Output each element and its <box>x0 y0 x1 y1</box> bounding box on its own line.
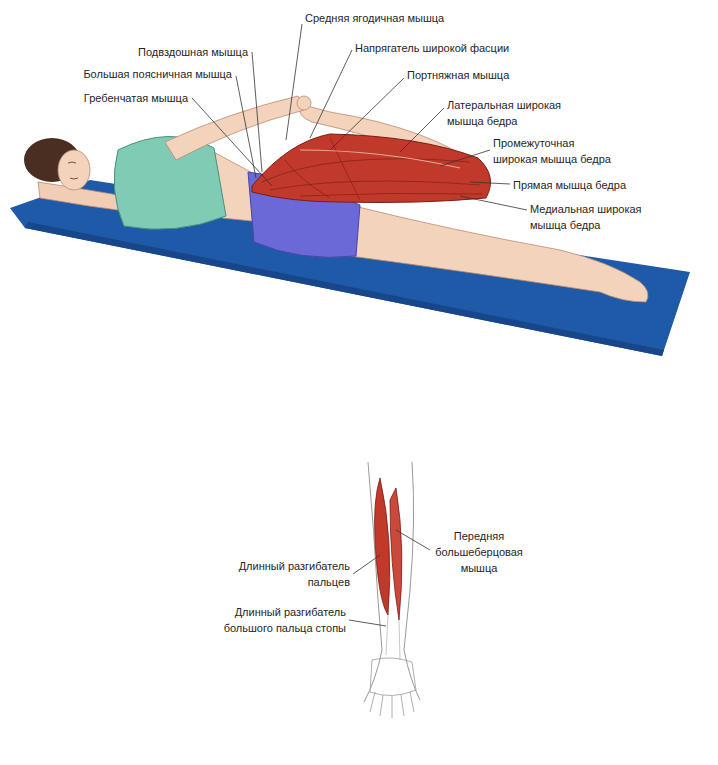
leader-lines <box>192 24 527 626</box>
tibialis-muscle <box>375 478 390 615</box>
muscle-label: Средняя ягодичная мышца <box>305 10 444 26</box>
thigh-muscles <box>252 134 491 203</box>
foot-bones <box>370 692 414 718</box>
hand <box>297 96 311 110</box>
muscle-label: Напрягатель широкой фасции <box>355 40 509 56</box>
muscle-label: Длинный разгибатель большого пальца стоп… <box>218 604 346 636</box>
arm <box>165 96 304 160</box>
muscle-fibres <box>262 138 482 200</box>
ankle-bones <box>370 658 416 696</box>
face-detail <box>68 162 78 179</box>
muscle-label: Медиальная широкая мышца бедра <box>530 201 655 233</box>
muscle-label: Портняжная мышца <box>407 67 509 83</box>
muscle-label: Длинный разгибатель пальцев <box>230 558 350 590</box>
muscle-label: Передняя большеберцовая мышца <box>433 528 525 576</box>
muscle-label: Подвздошная мышца <box>138 44 248 60</box>
muscle-label: Гребенчатая мышца <box>84 90 188 106</box>
muscle-label: Большая поясничная мышца <box>83 66 232 82</box>
muscle-label: Прямая мышца бедра <box>513 177 626 193</box>
leg <box>350 205 648 302</box>
tendon <box>386 615 400 660</box>
face <box>58 150 90 190</box>
muscle-label: Латеральная широкая мышца бедра <box>447 97 572 129</box>
extensor-muscle <box>390 488 402 620</box>
sartorius <box>300 150 460 168</box>
muscle-label: Промежуточная широкая мышца бедра <box>493 135 621 167</box>
